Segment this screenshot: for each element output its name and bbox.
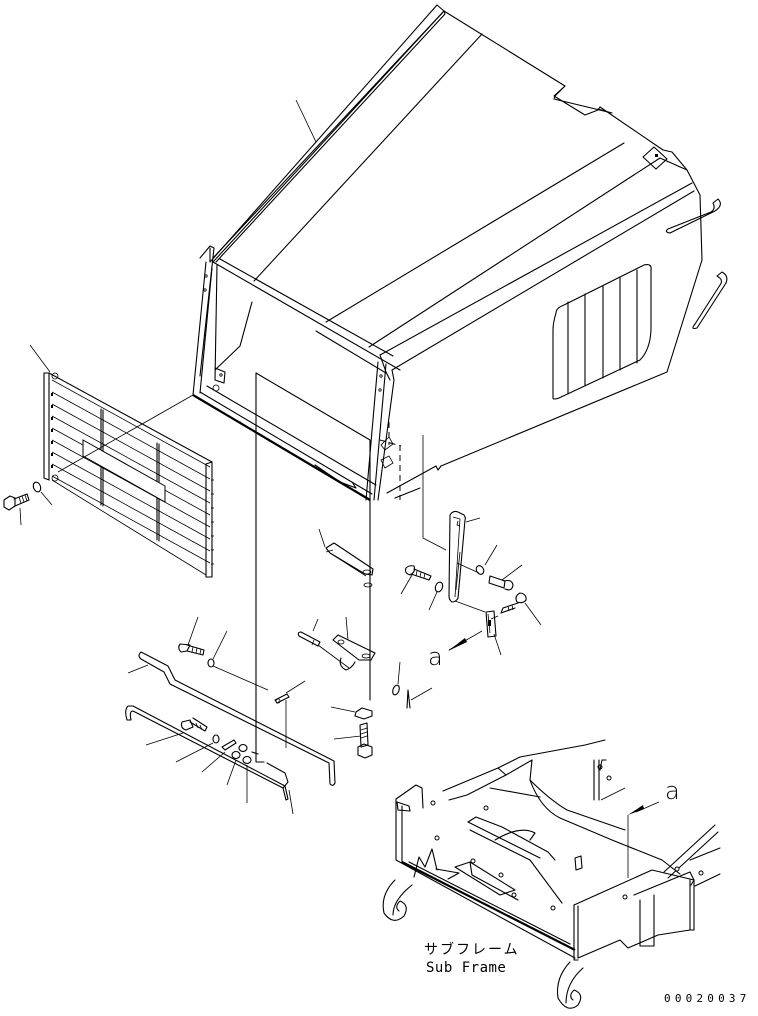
lower-rod [125, 705, 294, 815]
diagram-id: 00020037 [664, 992, 751, 1005]
stay-washer-right [475, 544, 498, 575]
hinge-pin [297, 618, 350, 669]
ref-arrow-a-upper [448, 630, 483, 651]
hinge-washer [392, 661, 401, 696]
rod-washer-lower [175, 734, 220, 763]
rod-bolt-lower [145, 717, 208, 746]
stay-washer-left [428, 581, 444, 611]
grille-washer [32, 481, 53, 506]
subframe-label-english: Sub Frame [426, 960, 507, 976]
rod-clamp-lower [201, 739, 237, 773]
hood-support-guide-line [255, 372, 371, 763]
rod-clamp-upper [274, 680, 306, 748]
stay-bracket [485, 610, 502, 656]
hinge-bolt [333, 722, 373, 759]
stay-bolt-left [400, 565, 432, 595]
rod-bolt-upper [178, 616, 205, 656]
ref-arrow-a-lower [627, 801, 660, 878]
bracket-bolt [490, 592, 542, 626]
grille-bolt [3, 493, 30, 526]
engine-hood [192, 4, 728, 501]
rear-grille [29, 344, 214, 578]
stay-bolt-right [488, 564, 523, 591]
stay-plate [422, 435, 486, 613]
reference-label-a-lower: a [665, 777, 680, 805]
sub-frame [382, 739, 721, 1009]
rod-washer-upper [207, 630, 269, 691]
hinge-bracket [318, 528, 374, 588]
cotter-pin [406, 687, 433, 709]
subframe-label-japanese: サブフレーム [424, 942, 520, 958]
hinge-nut [330, 706, 373, 720]
reference-label-a-upper: a [428, 643, 443, 671]
rod-nuts-lower [226, 743, 259, 803]
upper-rod [127, 651, 336, 786]
hinge-plate [332, 616, 376, 671]
